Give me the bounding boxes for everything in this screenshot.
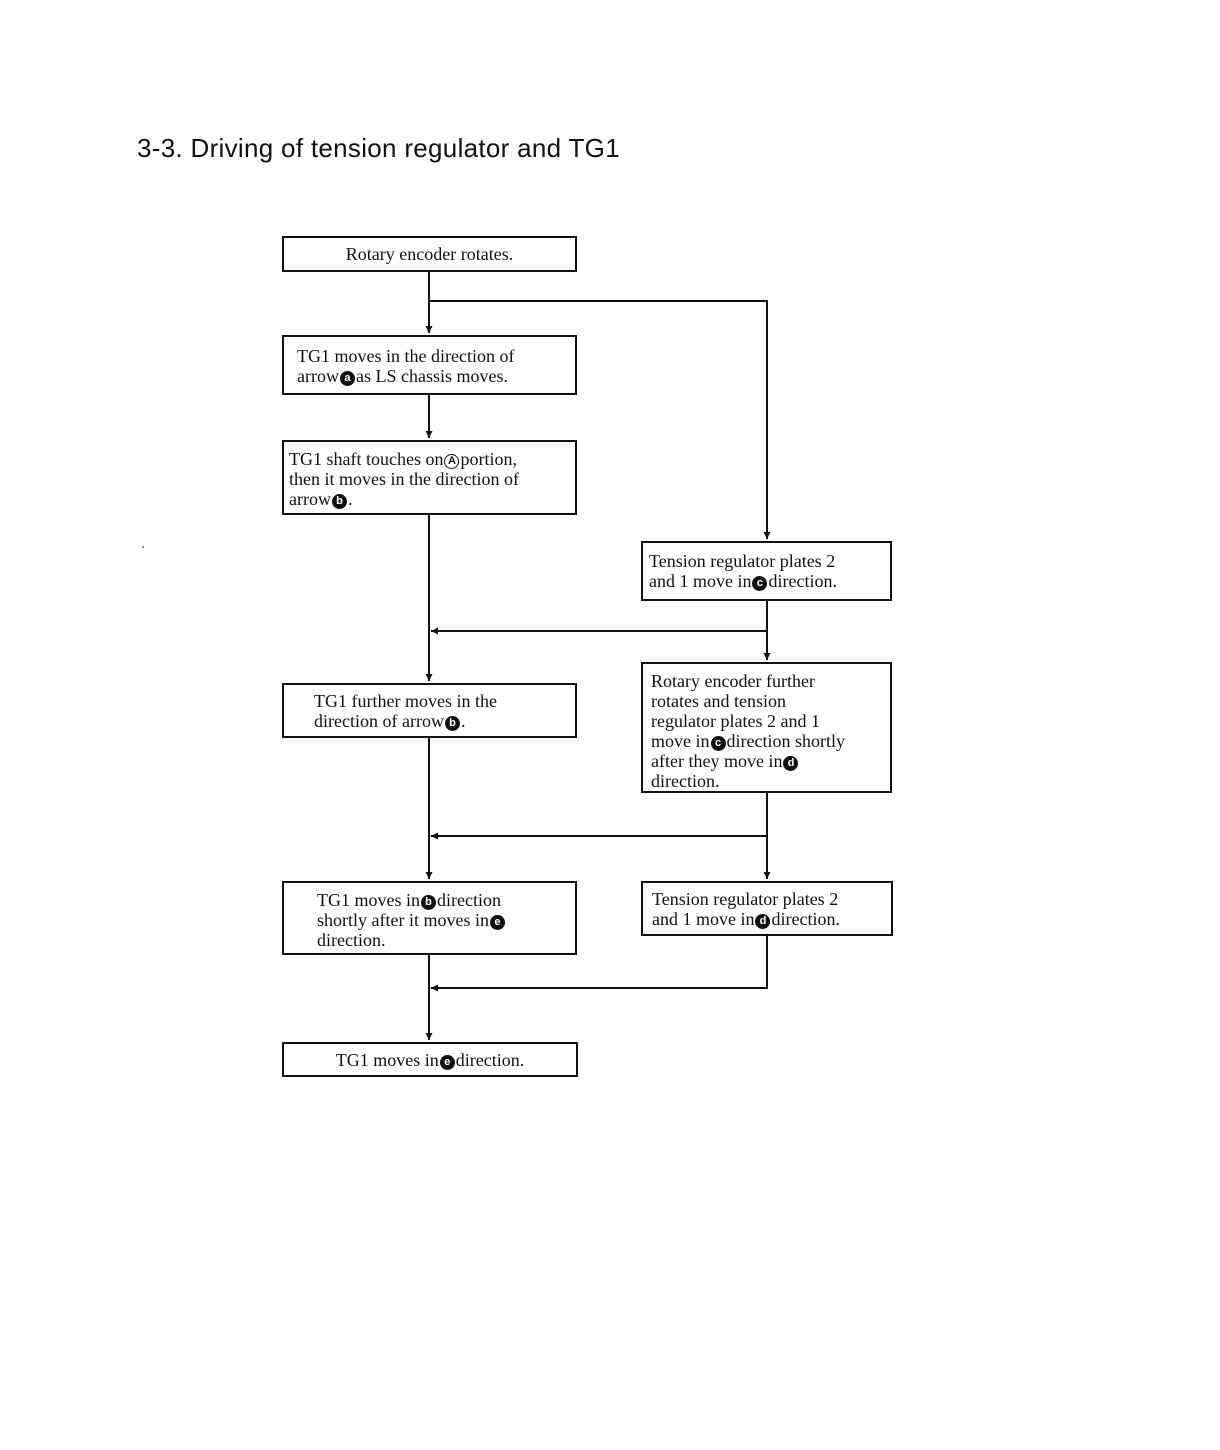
box-text: direction.	[771, 909, 840, 929]
box-text: arrow	[289, 489, 331, 509]
box-text: direction	[437, 890, 501, 910]
circled-e-icon: e	[439, 1055, 455, 1070]
box-text: and 1 move in	[649, 571, 752, 591]
box-text: move in	[651, 731, 710, 751]
box-text: direction.	[768, 571, 837, 591]
box-text: arrow	[297, 366, 339, 386]
box-text: .	[347, 489, 353, 509]
circled-c-icon: c	[752, 576, 768, 591]
circled-b-icon: b	[421, 895, 436, 910]
box-text-line: regulator plates 2 and 1	[651, 711, 890, 731]
box-text: then it moves in the direction of	[289, 469, 519, 489]
box-text: TG1 shaft touches on	[289, 449, 444, 469]
box-text-line: Tension regulator plates 2	[652, 889, 891, 909]
box-text-line: direction.	[651, 771, 890, 791]
box-text: Tension regulator plates 2	[649, 551, 836, 571]
box-text: TG1 moves in	[317, 890, 420, 910]
connector-b1-b4	[429, 300, 771, 539]
circled-c-icon: c	[710, 736, 726, 751]
box-text: regulator plates 2 and 1	[651, 711, 820, 731]
box-text: direction.	[651, 771, 720, 791]
box-text: direction shortly	[726, 731, 845, 751]
circled-d-icon: d	[755, 914, 771, 929]
box-text: portion,	[460, 449, 517, 469]
circled-a-icon: a	[339, 371, 355, 386]
box-text: Rotary encoder further	[651, 671, 815, 691]
box-text: after they move in	[651, 751, 783, 771]
circled-b-icon: b	[444, 716, 460, 731]
box-text: rotates and tension	[651, 691, 786, 711]
scan-speck	[142, 546, 144, 548]
box-text: direction of arrow	[314, 711, 444, 731]
box-text-line: TG1 further moves in the	[314, 691, 575, 711]
box-text-line: Tension regulator plates 2	[649, 551, 890, 571]
box-text: Rotary encoder rotates.	[345, 244, 514, 264]
circled-a-icon: A	[444, 454, 460, 469]
circled-b-icon: b	[331, 494, 347, 509]
box-text: direction.	[317, 930, 386, 950]
box-text: .	[460, 711, 466, 731]
box-text-line: rotates and tension	[651, 691, 890, 711]
circled-d-icon: d	[783, 756, 799, 771]
box-text: TG1 moves in the direction of	[297, 346, 515, 366]
box-text: TG1 moves in	[335, 1050, 439, 1070]
circled-e-icon: e	[489, 915, 505, 930]
box-text-line: TG1 moves in the direction of	[297, 346, 575, 366]
box-text-line: then it moves in the direction of	[289, 469, 575, 489]
box-text: as LS chassis moves.	[355, 366, 508, 386]
page-title: 3-3. Driving of tension regulator and TG…	[137, 133, 620, 163]
box-text: Tension regulator plates 2	[652, 889, 839, 909]
box-text-line: Rotary encoder further	[651, 671, 890, 691]
box-text: direction.	[455, 1050, 525, 1070]
box-text-line: direction.	[317, 930, 575, 950]
box-rotary-encoder-rotates: Rotary encoder rotates.	[282, 236, 577, 272]
box-text: and 1 move in	[652, 909, 755, 929]
box-text: TG1 further moves in the	[314, 691, 497, 711]
box-text: shortly after it moves in	[317, 910, 489, 930]
box-text-line: Rotary encoder rotates.	[284, 244, 575, 264]
merge-b8-left	[431, 935, 768, 992]
